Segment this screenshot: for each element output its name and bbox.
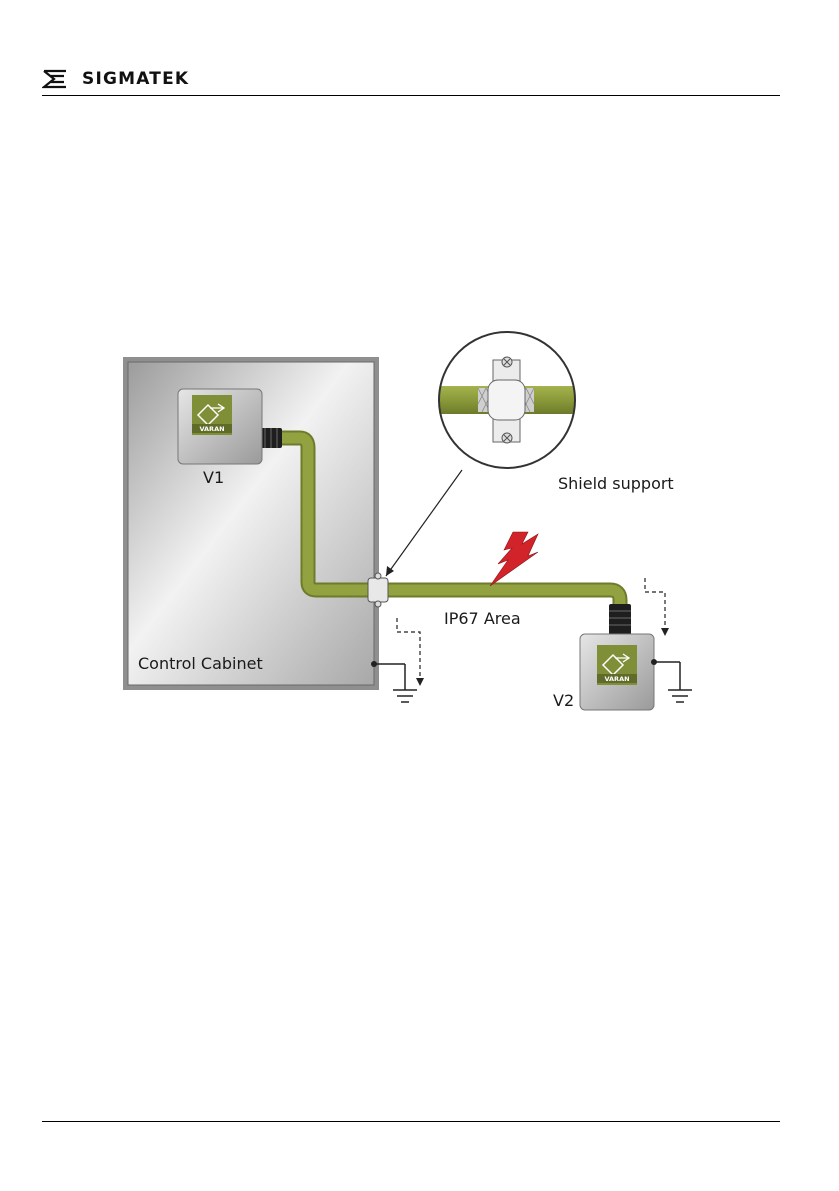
diagram-svg: VARAN V1 Shield — [100, 320, 740, 740]
sigmatek-logo-icon — [42, 68, 70, 90]
footer-rule — [42, 1121, 780, 1122]
v1-module: VARAN — [178, 389, 262, 464]
v2-label: V2 — [553, 691, 574, 710]
shield-support-detail — [430, 332, 594, 468]
v2-connector — [609, 604, 631, 638]
shield-clamp-icon — [368, 573, 388, 607]
v1-connector — [260, 428, 282, 448]
ground-symbol-icon — [393, 690, 417, 702]
shield-diagram: VARAN V1 Shield — [100, 320, 740, 740]
shield-support-label: Shield support — [558, 474, 674, 493]
control-cabinet-label: Control Cabinet — [138, 654, 263, 673]
v1-label: V1 — [203, 468, 224, 487]
ground-symbol-icon — [668, 690, 692, 702]
v1-badge: VARAN — [199, 425, 224, 433]
ip67-area-label: IP67 Area — [444, 609, 521, 628]
v2-module: VARAN — [580, 634, 654, 710]
page-header: SIGMATEK — [42, 66, 780, 98]
detail-pointer-arrow — [386, 470, 462, 576]
v2-badge: VARAN — [604, 675, 629, 683]
lightning-bolt-icon — [490, 532, 538, 586]
brand-name: SIGMATEK — [82, 69, 189, 89]
header-rule — [42, 95, 780, 96]
